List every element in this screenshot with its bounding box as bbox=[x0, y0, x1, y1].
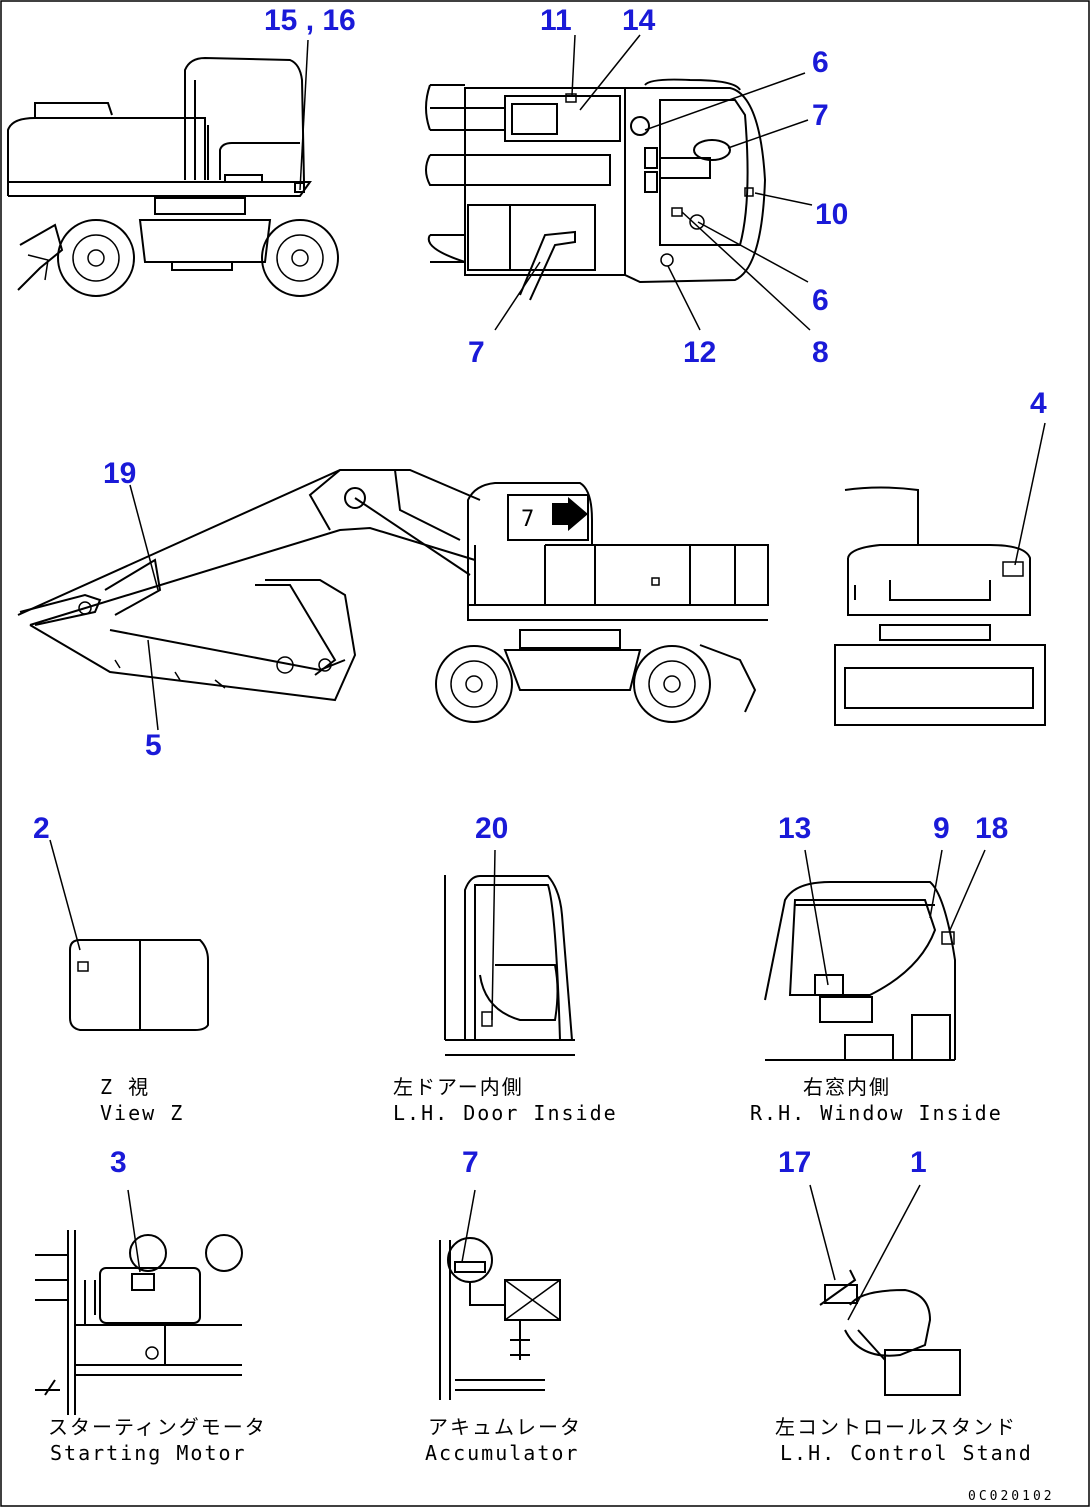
callout-6b: 6 bbox=[812, 284, 829, 317]
boom-text: 7 bbox=[521, 507, 534, 532]
leader-6a bbox=[644, 72, 806, 131]
callout-1: 1 bbox=[910, 1146, 927, 1179]
leader-13 bbox=[804, 849, 829, 986]
leader-2 bbox=[49, 839, 81, 951]
leader-8 bbox=[681, 211, 811, 331]
view-z-jp: Z 視 bbox=[100, 1075, 150, 1099]
callout-9: 9 bbox=[933, 812, 950, 845]
leader-20 bbox=[491, 849, 496, 1021]
drawing-code: 0C020102 bbox=[968, 1489, 1055, 1504]
stand-jp: 左コントロールスタンド bbox=[775, 1415, 1017, 1439]
callout-20: 20 bbox=[475, 812, 508, 845]
accum-jp: アキュムレータ bbox=[428, 1415, 582, 1439]
callout-12: 12 bbox=[683, 336, 716, 369]
callout-7a: 7 bbox=[812, 99, 829, 132]
callout-2: 2 bbox=[33, 812, 50, 845]
excavator-side-view bbox=[7, 56, 339, 297]
leader-7b bbox=[494, 261, 541, 331]
stand-en: L.H. Control Stand bbox=[780, 1441, 1033, 1465]
view-z-drawing bbox=[69, 939, 209, 1031]
callout-18: 18 bbox=[975, 812, 1008, 845]
control-stand-drawing bbox=[819, 1269, 961, 1396]
leader-14 bbox=[579, 34, 641, 111]
leader-12 bbox=[667, 265, 701, 331]
leader-19 bbox=[129, 484, 159, 591]
leader-10 bbox=[754, 192, 813, 206]
callout-7b: 7 bbox=[468, 336, 485, 369]
window-jp: 右窓内側 bbox=[803, 1075, 891, 1099]
starting-motor-drawing bbox=[35, 1230, 243, 1415]
leader-11 bbox=[571, 34, 576, 96]
leader-1 bbox=[847, 1184, 921, 1321]
door-jp: 左ドアー内側 bbox=[393, 1075, 524, 1099]
leader-6b bbox=[697, 221, 809, 283]
callout-4: 4 bbox=[1030, 387, 1047, 420]
window-drawing bbox=[764, 881, 956, 1061]
callout-13: 13 bbox=[778, 812, 811, 845]
callout-8: 8 bbox=[812, 336, 829, 369]
leader-17 bbox=[809, 1184, 836, 1281]
callout-14: 14 bbox=[622, 4, 656, 37]
motor-jp: スターティングモータ bbox=[48, 1415, 267, 1439]
leader-7a bbox=[727, 119, 809, 149]
leader-18 bbox=[949, 849, 986, 931]
callout-7c: 7 bbox=[462, 1146, 479, 1179]
callout-6a: 6 bbox=[812, 46, 829, 79]
callout-10: 10 bbox=[815, 198, 848, 231]
arrow-icon bbox=[552, 497, 588, 531]
excavator-rear-view bbox=[834, 486, 1046, 726]
door-en: L.H. Door Inside bbox=[393, 1101, 618, 1125]
leader-15-16 bbox=[299, 39, 309, 191]
callout-3: 3 bbox=[110, 1146, 127, 1179]
callout-5: 5 bbox=[145, 729, 162, 762]
excavator-boom-view: 7 bbox=[17, 469, 769, 723]
window-en: R.H. Window Inside bbox=[750, 1101, 1003, 1125]
accum-en: Accumulator bbox=[425, 1441, 579, 1465]
callout-15-16: 15 , 16 bbox=[264, 4, 356, 37]
callout-17: 17 bbox=[778, 1146, 811, 1179]
motor-en: Starting Motor bbox=[50, 1441, 247, 1465]
leader-9 bbox=[929, 849, 943, 919]
leader-7c bbox=[461, 1189, 476, 1263]
view-z-en: View Z bbox=[100, 1101, 184, 1125]
leader-3 bbox=[127, 1189, 141, 1273]
door-drawing bbox=[444, 875, 575, 1056]
leader-5 bbox=[147, 639, 159, 731]
callout-11: 11 bbox=[540, 4, 572, 37]
callout-19: 19 bbox=[103, 457, 136, 490]
accumulator-drawing bbox=[439, 1237, 561, 1400]
leader-4 bbox=[1014, 422, 1046, 566]
